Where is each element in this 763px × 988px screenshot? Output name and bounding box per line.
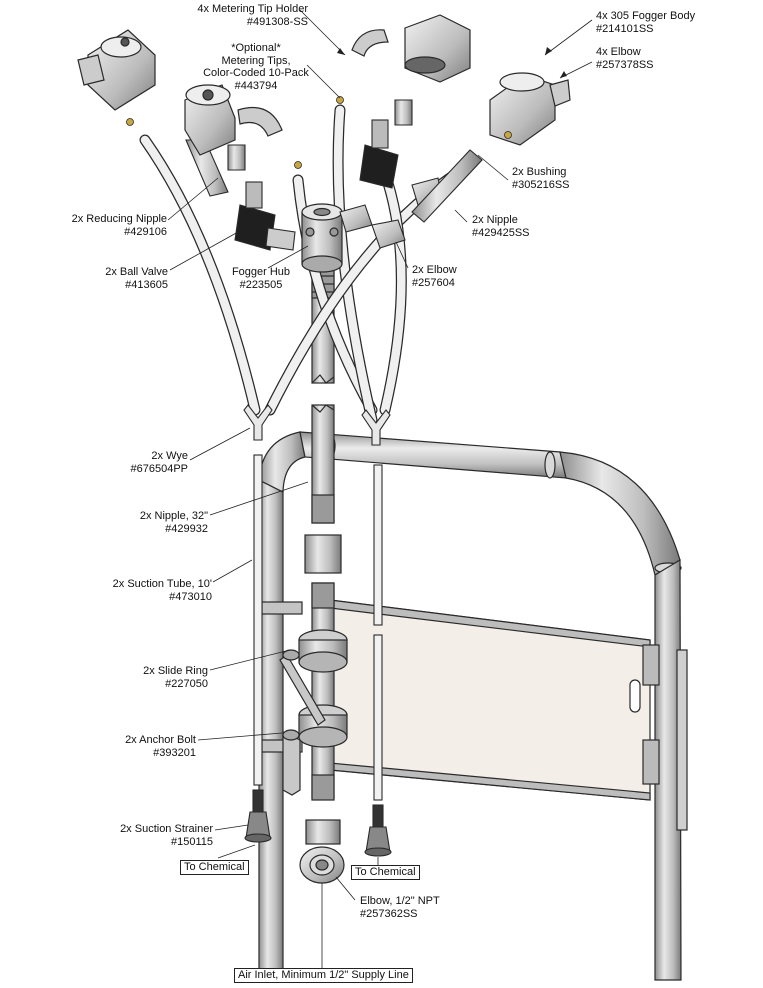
callout-line: Fogger Hub — [231, 266, 291, 278]
fogger-body-2 — [184, 84, 283, 156]
callout-part-number: #257362SS — [360, 907, 418, 920]
callout-part-number: #473010 — [169, 590, 212, 603]
callout-line: 2x Bushing — [512, 166, 567, 178]
label-air-inlet: Air Inlet, Minimum 1/2" Supply Line — [234, 968, 413, 983]
callout-anchor-bolt: 2x Anchor Bolt #393201 — [110, 734, 196, 759]
callout-part-number: #676504PP — [130, 462, 189, 475]
callout-line: 2x Elbow — [412, 264, 457, 276]
callout-part-number: #150115 — [170, 835, 213, 848]
callout-part-number: #257604 — [412, 276, 455, 289]
callout-part-number: #223505 — [239, 278, 283, 291]
label-to-chemical-right: To Chemical — [351, 865, 420, 880]
callout-line: *Optional* — [231, 42, 281, 54]
fogger-body-1 — [77, 29, 156, 111]
bottom-elbow — [299, 846, 345, 884]
callout-line: 2x Ball Valve — [105, 266, 168, 278]
callout-line: 2x Anchor Bolt — [125, 734, 196, 746]
callout-line: 4x 305 Fogger Body — [596, 10, 696, 22]
callout-elbow-npt: Elbow, 1/2" NPT #257362SS — [360, 895, 470, 920]
guard-panel — [261, 599, 688, 831]
arrowheads — [337, 47, 567, 78]
callout-line: 2x Suction Strainer — [120, 823, 213, 835]
callout-part-number: #443794 — [234, 79, 278, 92]
callout-slide-ring: 2x Slide Ring #227050 — [118, 665, 208, 690]
callout-part-number: #393201 — [153, 746, 196, 759]
callout-reducing-nipple: 2x Reducing Nipple #429106 — [52, 213, 167, 238]
fogger-body-3 — [351, 14, 471, 83]
callout-part-number: #429106 — [124, 225, 167, 238]
callout-bushing: 2x Bushing #305216SS — [512, 166, 612, 191]
callout-line: 2x Nipple, 32" — [139, 510, 208, 522]
slide-rings — [279, 629, 348, 796]
leader-lines — [167, 9, 593, 968]
callout-line: 2x Suction Tube, 10' — [112, 578, 212, 590]
callout-elbow-top: 4x Elbow #257378SS — [596, 46, 696, 71]
callout-line: 2x Wye — [151, 450, 188, 462]
wye-fittings — [243, 404, 391, 446]
callout-optional-tips: *Optional* Metering Tips, Color-Coded 10… — [200, 42, 312, 92]
callout-line: 2x Slide Ring — [143, 665, 208, 677]
callout-part-number: #429932 — [165, 522, 208, 535]
callout-part-number: #257378SS — [596, 58, 654, 71]
callout-line: 4x Metering Tip Holder — [197, 3, 308, 15]
callout-line: 2x Reducing Nipple — [71, 213, 167, 225]
callout-metering-tip-holder: 4x Metering Tip Holder #491308-SS — [182, 3, 308, 28]
suction-strainers — [244, 789, 392, 857]
fogger-body-4 — [489, 72, 571, 146]
ball-valves — [234, 119, 399, 251]
callout-part-number: #227050 — [165, 677, 208, 690]
callout-part-number: #429425SS — [472, 226, 530, 239]
callout-fogger-hub: Fogger Hub #223505 — [226, 266, 296, 291]
callout-line: Elbow, 1/2" NPT — [360, 895, 440, 907]
fogger-bodies — [77, 14, 571, 156]
callout-line: 4x Elbow — [596, 46, 641, 58]
callout-part-number: #491308-SS — [246, 15, 308, 28]
hub-elbows — [339, 177, 443, 249]
callout-part-number: #305216SS — [512, 178, 570, 191]
nipples — [185, 99, 483, 223]
callout-fogger-body: 4x 305 Fogger Body #214101SS — [596, 10, 716, 35]
callout-part-number: #413605 — [125, 278, 168, 291]
callout-nipple: 2x Nipple #429425SS — [472, 214, 572, 239]
callout-nipple-32: 2x Nipple, 32" #429932 — [110, 510, 208, 535]
label-to-chemical-left: To Chemical — [180, 860, 249, 875]
callout-suction-tube: 2x Suction Tube, 10' #473010 — [100, 578, 212, 603]
callout-line: Color-Coded 10-Pack — [203, 67, 309, 79]
callout-line: Metering Tips, — [221, 54, 291, 67]
callout-ball-valve: 2x Ball Valve #413605 — [88, 266, 168, 291]
suction-tubes — [253, 454, 383, 801]
fogger-hub — [301, 203, 343, 273]
metering-tips — [126, 96, 512, 169]
callout-line: 2x Nipple — [472, 214, 518, 226]
callout-part-number: #214101SS — [596, 22, 654, 35]
callout-elbow-mid: 2x Elbow #257604 — [412, 264, 502, 289]
callout-wye: 2x Wye #676504PP — [110, 450, 189, 475]
callout-suction-strainer: 2x Suction Strainer #150115 — [100, 823, 213, 848]
